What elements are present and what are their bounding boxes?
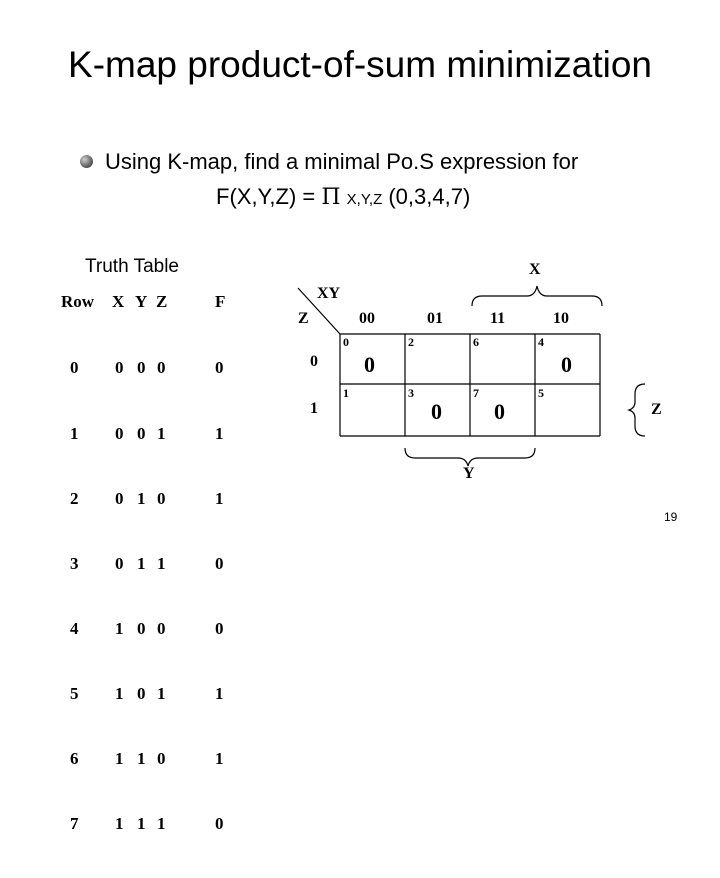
cell-z: 0 bbox=[157, 749, 166, 769]
cell-f: 1 bbox=[215, 423, 224, 443]
cell-x: 0 bbox=[115, 488, 124, 508]
kmap-col-header-00: 00 bbox=[359, 310, 375, 327]
kmap-cell-index: 4 bbox=[538, 335, 544, 349]
kmap-cell-value-3: 0 bbox=[431, 399, 442, 424]
kmap-col-header-01: 01 bbox=[427, 310, 443, 327]
cell-y: 0 bbox=[137, 423, 146, 443]
cell-row-7: 7 bbox=[70, 814, 79, 834]
maxterm-list: (0,3,4,7) bbox=[382, 184, 471, 209]
cell-x: 1 bbox=[115, 814, 124, 834]
kmap-cell-index: 1 bbox=[343, 386, 349, 400]
cell-row-5: 5 bbox=[70, 683, 79, 703]
bullet-icon bbox=[80, 155, 93, 168]
cell-f: 0 bbox=[215, 814, 224, 834]
kmap-cell-index: 0 bbox=[343, 335, 349, 349]
cell-f: 1 bbox=[215, 749, 224, 769]
cell-z: 1 bbox=[157, 683, 166, 703]
brace-x-shape bbox=[471, 285, 603, 307]
kmap-diagonal bbox=[297, 287, 341, 335]
kmap-row-header-0: 0 bbox=[310, 353, 318, 370]
cell-z: 1 bbox=[157, 814, 166, 834]
cell-y: 1 bbox=[137, 749, 146, 769]
bullet-text-line1: Using K-map, find a minimal Po.S express… bbox=[105, 149, 579, 174]
kmap-graphics bbox=[297, 285, 646, 467]
slide-title: K-map product-of-sum minimization bbox=[68, 44, 652, 85]
product-symbol: Π bbox=[321, 185, 341, 210]
cell-row-6: 6 bbox=[70, 749, 79, 769]
cell-y: 1 bbox=[137, 553, 146, 573]
kmap-cell-index: 7 bbox=[473, 386, 479, 400]
header-y: Y bbox=[135, 292, 148, 311]
kmap-z-label: Z bbox=[298, 310, 309, 327]
cell-y: 0 bbox=[137, 683, 146, 703]
header-z: Z bbox=[156, 292, 168, 311]
truth-table-title: Truth Table bbox=[85, 256, 179, 277]
cell-f: 0 bbox=[215, 618, 224, 638]
kmap-cell-index: 6 bbox=[473, 335, 479, 349]
cell-x: 1 bbox=[115, 618, 124, 638]
page-number: 19 bbox=[664, 510, 678, 524]
kmap-col-header-10: 10 bbox=[553, 310, 569, 327]
kmap-cell-index: 5 bbox=[538, 386, 544, 400]
cell-x: 1 bbox=[115, 749, 124, 769]
cell-row-4: 4 bbox=[70, 618, 79, 638]
header-f: F bbox=[215, 292, 226, 311]
cell-row-1: 1 bbox=[70, 423, 79, 443]
kmap-xy-label: XY bbox=[317, 285, 341, 302]
kmap-col-header-11: 11 bbox=[490, 310, 506, 327]
brace-x-label: X bbox=[529, 261, 541, 278]
brace-y-label: Y bbox=[463, 465, 475, 482]
cell-y: 1 bbox=[137, 488, 146, 508]
cell-f: 0 bbox=[215, 358, 224, 378]
product-subscript: X,Y,Z bbox=[346, 191, 383, 208]
brace-y-shape bbox=[404, 447, 536, 467]
cell-y: 0 bbox=[137, 618, 146, 638]
cell-f: 0 bbox=[215, 553, 224, 573]
brace-z-shape bbox=[627, 383, 646, 437]
header-row: Row bbox=[61, 292, 95, 311]
cell-x: 0 bbox=[115, 423, 124, 443]
cell-row-3: 3 bbox=[70, 553, 79, 573]
cell-z: 1 bbox=[157, 553, 166, 573]
cell-y: 0 bbox=[137, 358, 146, 378]
cell-row-2: 2 bbox=[70, 488, 79, 508]
brace-z-label: Z bbox=[651, 401, 662, 418]
cell-y: 1 bbox=[137, 814, 146, 834]
bullet-text-line2: F(X,Y,Z) = Π X,Y,Z (0,3,4,7) bbox=[216, 184, 470, 210]
cell-f: 1 bbox=[215, 488, 224, 508]
cell-z: 0 bbox=[157, 358, 166, 378]
kmap-cell-value-0: 0 bbox=[364, 352, 375, 377]
kmap-row-header-1: 1 bbox=[310, 400, 318, 417]
cell-x: 0 bbox=[115, 358, 124, 378]
cell-row-0: 0 bbox=[70, 358, 79, 378]
function-lhs: F(X,Y,Z) = bbox=[216, 184, 322, 209]
kmap-cell-index: 2 bbox=[408, 335, 414, 349]
cell-z: 0 bbox=[157, 488, 166, 508]
header-x: X bbox=[112, 292, 125, 311]
cell-z: 1 bbox=[157, 423, 166, 443]
cell-z: 0 bbox=[157, 618, 166, 638]
cell-f: 1 bbox=[215, 683, 224, 703]
kmap-cell-value-7: 0 bbox=[494, 399, 505, 424]
cell-x: 0 bbox=[115, 553, 124, 573]
kmap-cell-index: 3 bbox=[408, 386, 414, 400]
kmap-cell-value-4: 0 bbox=[561, 352, 572, 377]
cell-x: 1 bbox=[115, 683, 124, 703]
